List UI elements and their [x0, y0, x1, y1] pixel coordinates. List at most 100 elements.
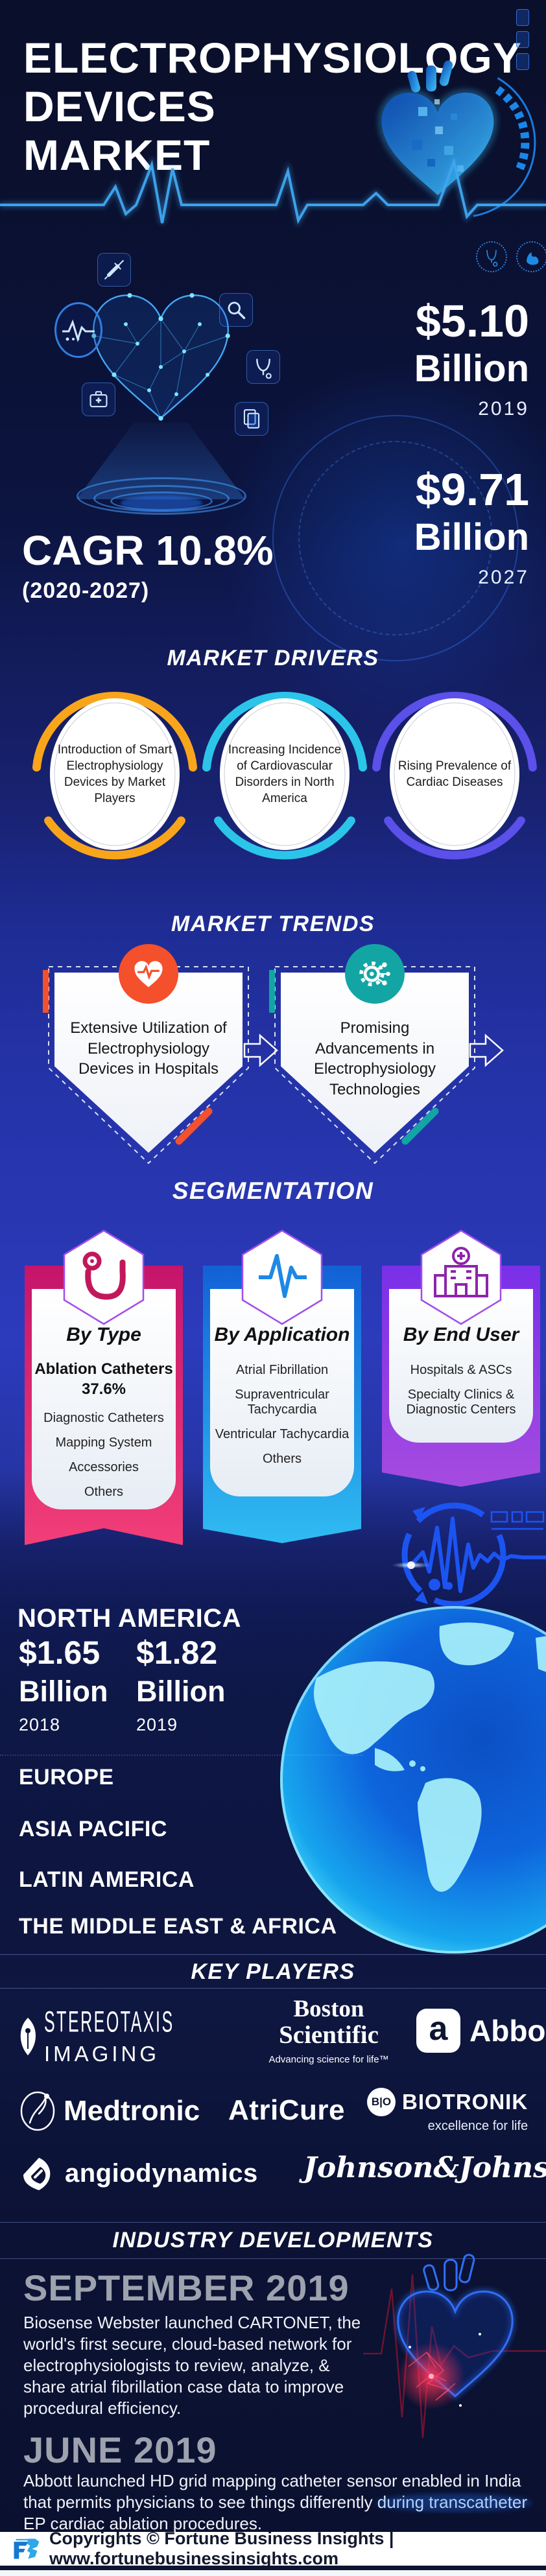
separator-line	[0, 2258, 546, 2259]
documents-icon	[235, 402, 268, 436]
footer-divider	[0, 2566, 546, 2570]
card-highlight-value: 37.6%	[81, 1380, 126, 1399]
driver-oval-purple	[372, 691, 537, 860]
card-item: Mapping System	[55, 1436, 152, 1450]
region-latin-america-label: LATIN AMERICA	[19, 1867, 195, 1892]
industry-developments-title: INDUSTRY DEVELOPMENTS	[112, 2228, 434, 2252]
hologram-ring	[110, 491, 213, 511]
shield-dashed-outline	[269, 966, 475, 1164]
heart-ecg-icon	[119, 944, 178, 1004]
logo-boston-scientific: Boston Scientific Advancing science for …	[258, 1997, 399, 2065]
separator-line	[0, 1988, 546, 1989]
syringe-icon	[97, 253, 131, 287]
card-item: Accessories	[69, 1460, 139, 1475]
arrow-right-icon	[469, 1034, 504, 1067]
logo-text: Boston	[293, 1996, 364, 2022]
digital-heart-illustration	[379, 60, 536, 217]
device-chip-icon	[516, 31, 529, 48]
stethoscope-circle-icon	[476, 241, 507, 272]
market-size-2019-year: 2019	[478, 398, 529, 419]
market-trend-text: Extensive Utilization of Electrophysiolo…	[70, 1019, 227, 1078]
ecg-monitor-icon	[392, 1502, 546, 1607]
market-driver-text: Increasing Incidence of Cardiovascular D…	[228, 742, 342, 806]
biotronik-monogram-icon: B|O	[367, 2088, 396, 2116]
gear-network-icon	[345, 944, 405, 1004]
logo-text: angiodynamics	[65, 2158, 258, 2188]
stat-value: $1.65	[19, 1635, 101, 1671]
market-driver-text: Rising Prevalence of Cardiac Diseases	[398, 759, 512, 789]
cagr-period: (2020-2027)	[22, 578, 150, 603]
north-america-2018-stat: $1.65 Billion 2018	[19, 1637, 129, 1735]
card-item: Atrial Fibrillation	[235, 1363, 329, 1377]
ecg-circle-icon	[54, 302, 102, 358]
region-europe-label: EUROPE	[19, 1765, 114, 1790]
driver-oval-orange	[32, 691, 197, 860]
logo-medtronic: Medtronic	[19, 2090, 200, 2132]
market-drivers-title: MARKET DRIVERS	[167, 646, 379, 670]
cagr-value: CAGR 10.8%	[22, 527, 274, 574]
market-driver-text: Introduction of Smart Electrophysiology …	[57, 742, 172, 806]
stat-unit: Billion	[19, 1675, 108, 1708]
ecg-line-illustration	[0, 154, 546, 228]
search-icon	[219, 293, 253, 327]
market-trends-title: MARKET TRENDS	[171, 912, 375, 936]
card-body: By End User Hospitals & ASCs Specialty C…	[389, 1289, 533, 1443]
market-size-2027-year: 2027	[478, 567, 529, 588]
card-title: By Application	[214, 1324, 350, 1345]
fortune-business-insights-logo	[14, 2538, 40, 2559]
device-chip-icon	[516, 53, 529, 70]
market-driver-card: Rising Prevalence of Cardiac Diseases	[370, 678, 539, 873]
stat-year: 2018	[19, 1715, 61, 1734]
card-item: Others	[84, 1485, 124, 1500]
card-highlight: Ablation Catheters	[34, 1360, 173, 1378]
catheter-icon	[63, 1229, 145, 1325]
region-asia-pacific-label: ASIA PACIFIC	[19, 1817, 167, 1841]
card-item: Diagnostic Catheters	[43, 1411, 164, 1426]
shield-dashed-outline	[43, 966, 249, 1164]
page-title: ELECTROPHYSIOLOGY DEVICES MARKET	[23, 34, 522, 180]
logo-stereotaxis-imaging: STEREOTAXIS IMAGING	[17, 2006, 174, 2066]
market-size-2019: $5.10 Billion 2019	[414, 298, 529, 420]
market-trend-card: Promising Advancements in Electrophysiol…	[269, 944, 475, 1164]
market-driver-card: Increasing Incidence of Cardiovascular D…	[200, 678, 369, 873]
glowing-heart-illustration	[363, 2254, 546, 2512]
page-title-line-1: ELECTROPHYSIOLOGY	[23, 34, 522, 82]
card-item: Specialty Clinics & Diagnostic Centers	[406, 1388, 516, 1417]
logo-tagline: excellence for life	[427, 2119, 528, 2133]
separator-line	[0, 1954, 546, 1955]
hologram-ring	[93, 485, 230, 512]
page-title-line-3: MARKET	[23, 131, 211, 180]
card-title: By Type	[66, 1324, 141, 1345]
biceps-circle-icon	[516, 241, 546, 272]
segmentation-title: SEGMENTATION	[172, 1177, 374, 1204]
logo-text: STEREOTAXIS	[44, 2006, 174, 2039]
market-trend-card: Extensive Utilization of Electrophysiolo…	[43, 944, 249, 1164]
market-trend-text: Promising Advancements in Electrophysiol…	[313, 1019, 436, 1099]
hospital-icon	[420, 1229, 502, 1325]
dotted-divider	[0, 1755, 363, 1756]
logo-biotronik: B|O BIOTRONIK excellence for life	[367, 2088, 528, 2134]
logo-text: Medtronic	[64, 2095, 200, 2127]
region-middle-east-africa-label: THE MIDDLE EAST & AFRICA	[19, 1914, 337, 1939]
market-size-2019-value: $5.10	[415, 296, 529, 346]
logo-text: IMAGING	[44, 2042, 160, 2066]
separator-line	[0, 2222, 546, 2223]
first-aid-kit-icon	[82, 383, 115, 416]
card-item: Ventricular Tachycardia	[215, 1427, 350, 1441]
medtronic-figure-icon	[20, 2091, 55, 2131]
development-date: JUNE 2019	[23, 2429, 217, 2470]
stat-value: $1.82	[136, 1635, 218, 1671]
device-chip-icon	[516, 9, 529, 26]
development-date: SEPTEMBER 2019	[23, 2267, 350, 2308]
north-america-2019-stat: $1.82 Billion 2019	[136, 1637, 246, 1735]
card-title: By End User	[403, 1324, 519, 1345]
page-title-line-2: DEVICES	[23, 82, 216, 131]
market-size-2027-unit: Billion	[414, 516, 529, 558]
logo-text: Scientific	[279, 2021, 379, 2049]
hologram-ring-core	[121, 495, 202, 511]
card-body: By Type Ablation Catheters 37.6% Diagnos…	[32, 1289, 176, 1509]
wireframe-heart-illustration	[91, 293, 230, 421]
footer-copyright: Copyrights © Fortune Business Insights |…	[49, 2529, 394, 2568]
market-size-2019-unit: Billion	[414, 348, 529, 390]
